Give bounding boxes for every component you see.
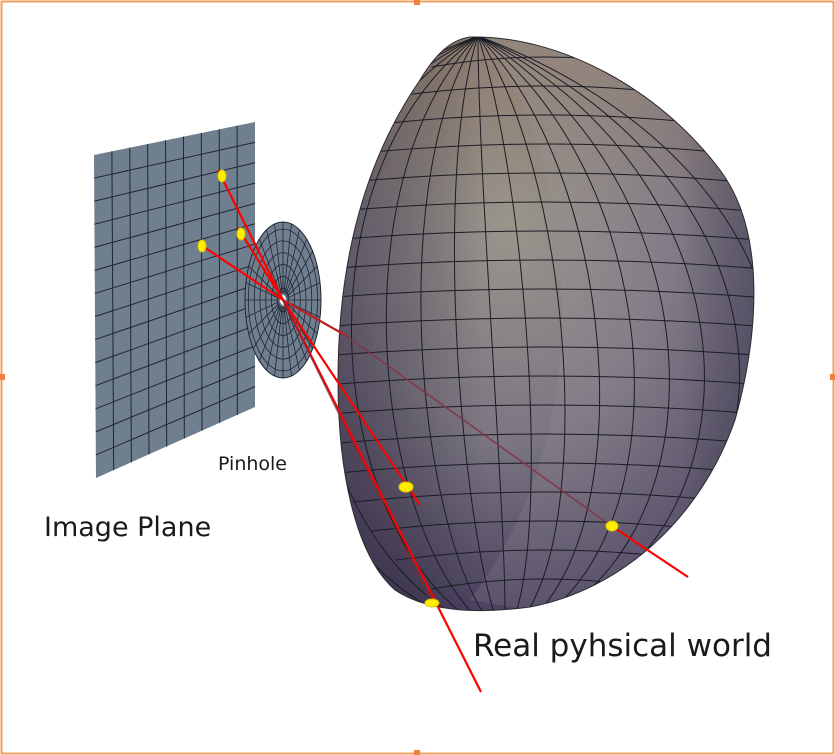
light-ray — [344, 334, 611, 526]
image-plane-label: Image Plane — [44, 512, 212, 543]
world-point-marker — [424, 598, 440, 608]
real-world-label: Real pyhsical world — [473, 628, 772, 664]
image-point-marker — [197, 239, 207, 253]
light-ray — [217, 169, 284, 301]
image-plane — [94, 122, 256, 478]
world-point-marker — [605, 520, 619, 532]
light-ray — [282, 299, 346, 336]
light-ray — [282, 299, 482, 693]
light-ray — [282, 299, 421, 506]
real-world-sphere — [337, 36, 755, 612]
point-markers — [197, 169, 619, 608]
world-point-marker — [398, 481, 414, 493]
light-ray — [282, 299, 433, 605]
light-rays — [197, 169, 689, 693]
pinhole-label: Pinhole — [218, 453, 287, 475]
light-ray — [609, 524, 689, 578]
image-point-marker — [236, 227, 246, 241]
light-ray — [197, 242, 284, 301]
image-point-marker — [217, 169, 227, 183]
light-ray — [237, 227, 284, 301]
